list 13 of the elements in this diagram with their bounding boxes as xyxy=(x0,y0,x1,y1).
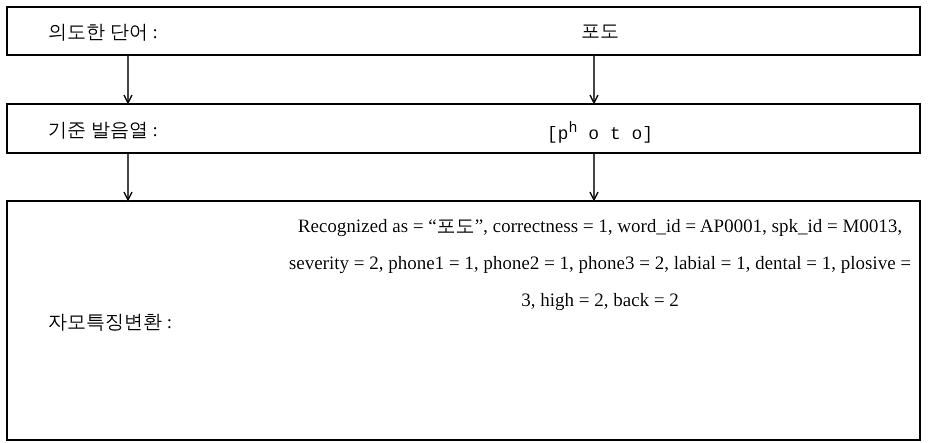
row-label: 자모특징변환 : xyxy=(48,310,172,334)
table-row xyxy=(6,200,921,441)
table-row xyxy=(6,103,921,154)
row-value: [p$^{h}$ o t o] xyxy=(546,119,654,146)
table-row xyxy=(6,6,921,56)
row-value: Recognized as = “포도”, correctness = 1, word_id = AP0001, spk_id = M0013, severity = 2, phone1 = 1, phone2 = 1, phone3 = 2, labial = 1, dental = 1, plosive = 3, high = 2, back = 2 xyxy=(288,215,912,313)
arrow xyxy=(589,154,599,201)
arrow xyxy=(123,154,133,201)
row-label: 기준 발음열 : xyxy=(48,118,158,142)
row-label: 의도한 단어 : xyxy=(48,21,158,45)
arrow xyxy=(589,56,599,104)
arrow xyxy=(123,56,133,104)
row-value: 포도 xyxy=(580,21,620,43)
